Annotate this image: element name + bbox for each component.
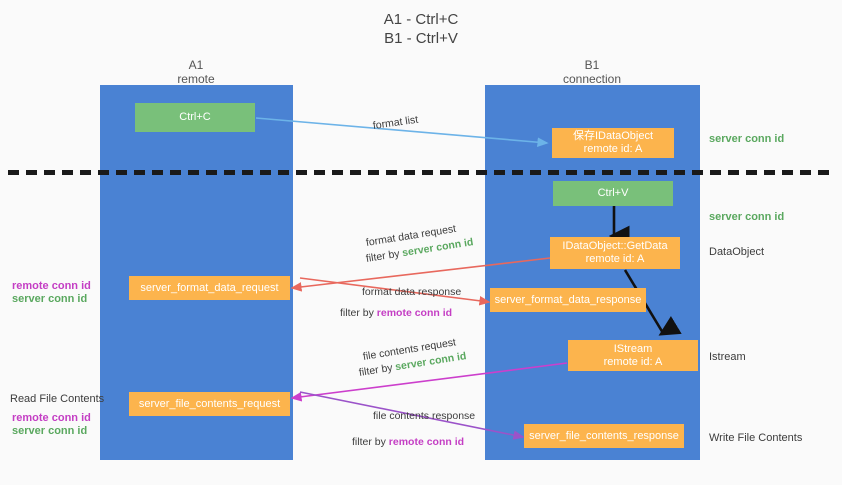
edge-label-file-contents-response-filter: filter by remote conn id [352, 435, 464, 449]
edge-label-format-list: format list [372, 113, 419, 132]
box-istream-title: IStream [613, 342, 653, 355]
lane-header-a1: A1 remote [101, 58, 291, 86]
filter-prefix: filter by [340, 307, 377, 319]
lane-b1-name: B1 [584, 58, 600, 72]
label-server-conn-id-mid: server conn id [12, 293, 88, 305]
box-server-format-data-request-label: server_format_data_request [140, 281, 279, 294]
phase-separator [8, 170, 834, 175]
title-line-2: B1 - Ctrl+V [384, 30, 458, 47]
lane-a1-name: A1 [188, 58, 204, 72]
box-store-idataobject-subtitle: remote id: A [583, 143, 643, 155]
lane-b1-role: connection [562, 72, 622, 86]
box-server-format-data-response-label: server_format_data_response [494, 293, 642, 306]
box-server-format-data-response[interactable]: server_format_data_response [490, 288, 646, 312]
filter-prefix: filter by [365, 247, 404, 265]
filter-prefix: filter by [352, 436, 389, 448]
edge-label-format-data-response: format data response [362, 286, 462, 298]
box-server-file-contents-response-label: server_file_contents_response [529, 429, 679, 442]
box-store-idataobject-title: 保存IDataObject [572, 130, 654, 142]
label-server-conn-id-low: server conn id [12, 425, 88, 437]
box-getdata-subtitle: remote id: A [585, 253, 645, 265]
label-server-conn-id-top: server conn id [709, 133, 785, 145]
label-remote-conn-id-low: remote conn id [12, 412, 91, 424]
lane-a1-role: remote [177, 72, 215, 86]
box-ctrl-c-label: Ctrl+C [179, 111, 211, 123]
filter-key-remote-conn-id: remote conn id [388, 436, 465, 448]
edge-label-format-data-response-filter: filter by remote conn id [340, 306, 452, 320]
box-ctrl-v-label: Ctrl+V [597, 187, 629, 199]
label-istream: Istream [709, 351, 746, 363]
label-dataobject: DataObject [709, 246, 765, 258]
box-server-format-data-request[interactable]: server_format_data_request [129, 276, 290, 300]
label-remote-conn-id-mid: remote conn id [12, 280, 91, 292]
label-server-conn-id-second: server conn id [709, 211, 785, 223]
box-idataobject-getdata[interactable]: IDataObject::GetData remote id: A [550, 237, 680, 269]
box-istream[interactable]: IStream remote id: A [568, 340, 698, 371]
box-server-file-contents-request-label: server_file_contents_request [138, 397, 281, 410]
label-read-file-contents: Read File Contents [10, 393, 105, 405]
box-server-file-contents-response[interactable]: server_file_contents_response [524, 424, 684, 448]
page-title: A1 - Ctrl+C B1 - Ctrl+V [0, 10, 842, 48]
filter-key-remote-conn-id: remote conn id [376, 307, 453, 319]
edge-label-file-contents-response: file contents response [373, 410, 476, 422]
box-istream-subtitle: remote id: A [603, 355, 663, 368]
box-server-file-contents-request[interactable]: server_file_contents_request [129, 392, 290, 416]
title-line-1: A1 - Ctrl+C [383, 11, 459, 28]
box-ctrl-c[interactable]: Ctrl+C [135, 103, 255, 132]
label-write-file-contents: Write File Contents [709, 432, 803, 444]
box-getdata-title: IDataObject::GetData [562, 240, 668, 252]
lane-header-b1: B1 connection [497, 58, 687, 86]
box-ctrl-v[interactable]: Ctrl+V [553, 181, 673, 206]
box-store-idataobject[interactable]: 保存IDataObject remote id: A [552, 128, 674, 158]
